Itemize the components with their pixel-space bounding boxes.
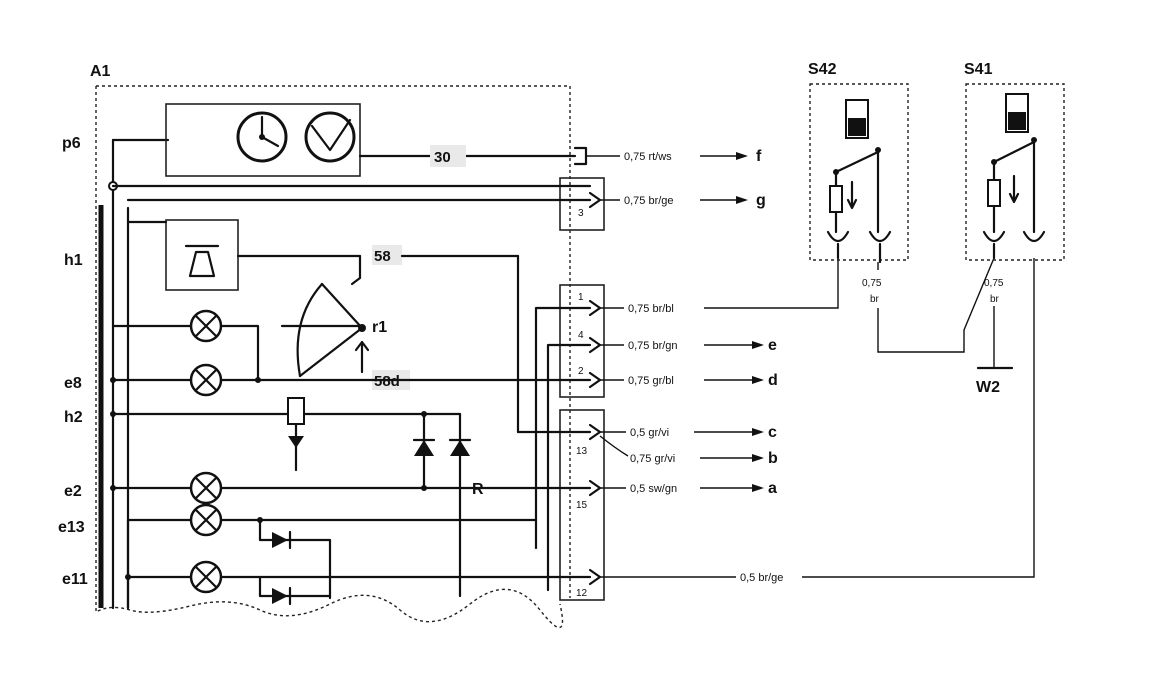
svg-text:0,5 sw/gn: 0,5 sw/gn <box>630 483 677 495</box>
wire-a: 0,5 sw/gn a <box>600 480 777 497</box>
wire-f: 0,75 rt/ws f <box>586 148 762 165</box>
label-r1: r1 <box>372 319 387 336</box>
label-r: R <box>472 481 484 498</box>
terminal-58: 58 <box>374 248 391 265</box>
svg-text:d: d <box>768 372 778 389</box>
wire-to-s41: 0,5 br/ge <box>600 258 1035 584</box>
pin-3: 3 <box>578 208 584 219</box>
svg-text:b: b <box>768 450 778 467</box>
module-label: A1 <box>90 63 111 80</box>
module-a1: A1 <box>90 63 605 629</box>
svg-text:e: e <box>768 337 777 354</box>
svg-text:a: a <box>768 480 777 497</box>
svg-text:0,75: 0,75 <box>984 278 1004 289</box>
power-bus <box>98 138 170 610</box>
label-e2: e2 <box>64 483 82 500</box>
svg-text:br: br <box>870 294 880 305</box>
rheostat-r1: 58 r1 58d <box>280 245 520 434</box>
svg-text:0,75: 0,75 <box>862 278 882 289</box>
label-e13: e13 <box>58 519 85 536</box>
pin-13: 13 <box>576 446 588 457</box>
pin-1: 1 <box>578 292 584 303</box>
svg-text:0,75 gr/vi: 0,75 gr/vi <box>630 453 675 465</box>
switch-s42: S42 0,75 br <box>808 61 995 353</box>
pin-4: 4 <box>578 330 584 341</box>
svg-text:0,5 gr/vi: 0,5 gr/vi <box>630 427 669 439</box>
label-h1: h1 <box>64 252 83 269</box>
svg-text:S41: S41 <box>964 61 993 78</box>
pin-12: 12 <box>576 588 588 599</box>
svg-text:g: g <box>756 192 766 209</box>
svg-text:0,75 br/ge: 0,75 br/ge <box>624 195 674 207</box>
label-p6: p6 <box>62 135 81 152</box>
svg-text:0,75 br/bl: 0,75 br/bl <box>628 303 674 315</box>
label-e8: e8 <box>64 375 82 392</box>
lamp-e13: e13 <box>58 503 538 610</box>
illumination-h1: h1 <box>64 219 362 291</box>
wire-b: 0,75 gr/vi b <box>630 450 778 467</box>
lamp-e11: e11 <box>62 560 592 606</box>
svg-text:br: br <box>990 294 1000 305</box>
wire-e: 0,75 br/gn e <box>600 337 777 354</box>
svg-text:S42: S42 <box>808 61 837 78</box>
wire-c: 0,5 gr/vi c <box>600 424 777 441</box>
svg-text:0,5 br/ge: 0,5 br/ge <box>740 572 783 584</box>
ground-w2: W2 <box>976 366 1014 396</box>
svg-text:0,75 gr/bl: 0,75 gr/bl <box>628 375 674 387</box>
gauge-icon <box>304 111 356 163</box>
wire-d: 0,75 gr/bl d <box>600 372 778 389</box>
wire-to-s42: 0,75 br/bl <box>600 258 839 315</box>
terminal-30: 30 <box>434 149 451 166</box>
instrument-cluster-p6: 30 p6 <box>62 103 588 177</box>
diode-pair-r: R <box>412 411 484 598</box>
lamp-e8-upper <box>111 309 260 382</box>
svg-text:W2: W2 <box>976 379 1000 396</box>
svg-text:0,75 br/gn: 0,75 br/gn <box>628 340 678 352</box>
clock-icon <box>236 111 288 163</box>
label-e11: e11 <box>62 571 88 588</box>
svg-text:f: f <box>756 148 762 165</box>
terminal-58d: 58d <box>374 373 400 390</box>
indicator-h2: h2 <box>64 397 462 472</box>
lamp-e8-lower: e8 <box>64 363 592 397</box>
label-h2: h2 <box>64 409 83 426</box>
svg-text:0,75 rt/ws: 0,75 rt/ws <box>624 151 672 163</box>
svg-text:c: c <box>768 424 777 441</box>
switch-s41: S41 0,75 br <box>964 61 1065 368</box>
pin-2: 2 <box>578 366 584 377</box>
pin-15: 15 <box>576 500 588 511</box>
wire-g: 0,75 br/ge g <box>600 192 766 209</box>
lamp-e2: e2 <box>64 471 592 505</box>
